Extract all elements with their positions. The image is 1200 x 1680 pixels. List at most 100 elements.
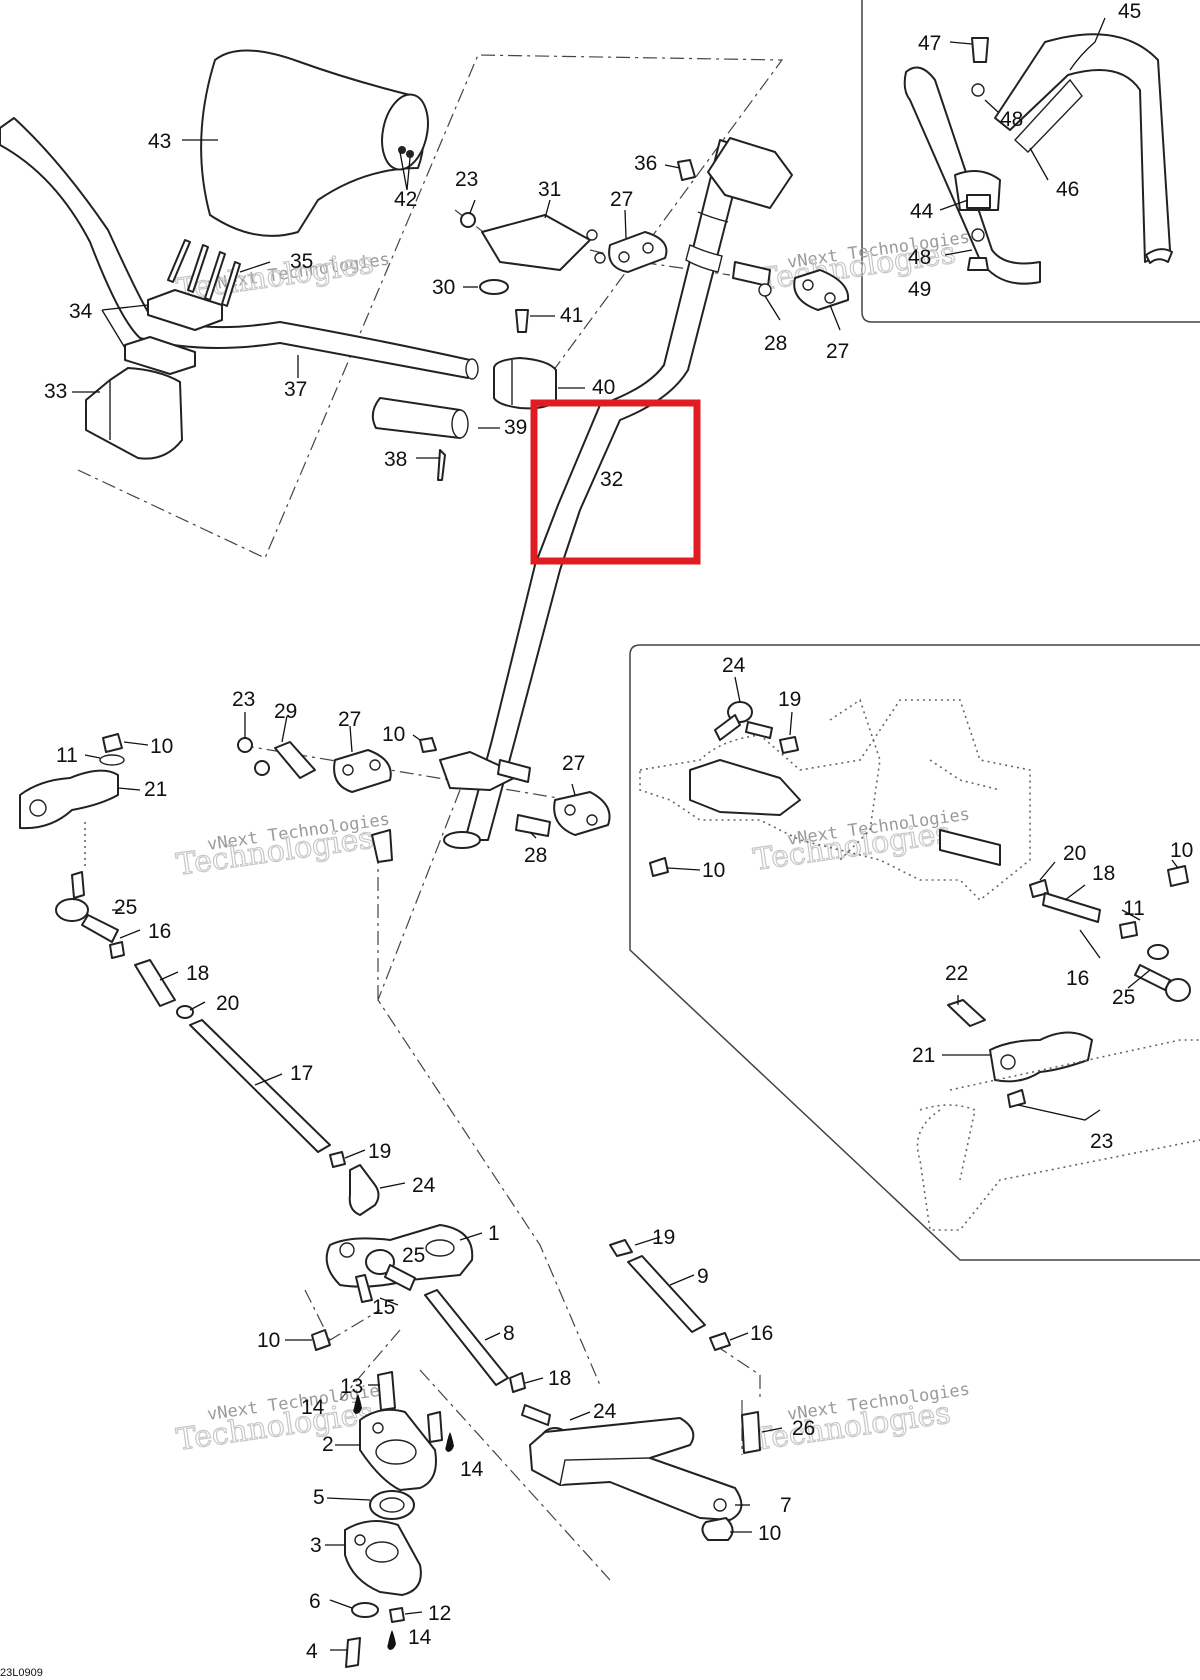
callout-28b: 28 [524,844,547,867]
callout-45: 45 [1118,0,1141,23]
callout-14b: 14 [460,1458,484,1481]
callout-labels: 1 2 3 4 5 6 7 8 9 10 10 10 10 10 10 11 1… [44,0,1193,1663]
callout-23: 23 [455,168,478,191]
callout-8: 8 [503,1322,515,1345]
callout-20: 20 [216,992,239,1015]
callout-21: 21 [144,778,167,801]
callout-46: 46 [1056,178,1079,201]
callout-34: 34 [69,300,93,323]
lower-steering-arm [285,1224,483,1351]
drawing-code: 23L0909 [0,1667,43,1679]
callout-25b: 25 [402,1244,425,1267]
callout-19b: 19 [652,1226,675,1249]
callout-20b: 20 [1063,842,1086,865]
callout-12: 12 [428,1602,451,1625]
callout-27b: 27 [826,340,849,363]
callout-31: 31 [538,178,561,201]
callout-27: 27 [610,188,633,211]
callout-47: 47 [918,32,941,55]
inset-panel-handle-guard [861,0,1200,323]
callout-16b: 16 [750,1322,773,1345]
callout-38: 38 [384,448,407,471]
part-37-handlebar [0,117,479,380]
callout-10d: 10 [758,1522,781,1545]
callout-19: 19 [368,1140,391,1163]
inset-frame-mount [639,676,1200,1231]
callout-19c: 19 [778,688,801,711]
callout-24b: 24 [593,1400,617,1423]
callout-27c: 27 [338,708,361,731]
callout-36: 36 [634,152,657,175]
callout-14c: 14 [408,1626,432,1649]
part-38-pin [416,449,446,481]
callout-23b: 23 [232,688,255,711]
callout-15: 15 [372,1296,395,1319]
callout-10e: 10 [702,859,725,882]
callout-40: 40 [592,376,615,399]
callout-42: 42 [394,188,417,211]
part-32-steering-column [371,137,793,863]
callout-10b: 10 [382,723,405,746]
callout-13: 13 [340,1375,363,1398]
callout-29: 29 [274,700,297,723]
callout-39: 39 [504,416,527,439]
callout-33: 33 [44,380,67,403]
callout-41: 41 [560,304,583,327]
callout-6: 6 [309,1590,321,1613]
callout-9: 9 [697,1265,709,1288]
callout-37: 37 [284,378,307,401]
callout-49: 49 [908,278,931,301]
inset-panel-frame-mount [629,644,1200,1261]
callout-11: 11 [56,744,78,767]
callout-26: 26 [792,1417,815,1440]
callout-28: 28 [764,332,787,355]
part-41-screw [515,309,555,333]
callout-24: 24 [412,1174,436,1197]
callout-35: 35 [290,250,313,273]
inset-handle-guard [903,17,1173,285]
callout-43: 43 [148,130,171,153]
callout-16: 16 [148,920,171,943]
callout-27d: 27 [562,752,585,775]
callout-5: 5 [313,1486,325,1509]
callout-2: 2 [322,1433,334,1456]
callout-10f: 10 [1170,839,1193,862]
callout-11b: 11 [1123,897,1145,920]
callout-3: 3 [310,1534,322,1557]
part-43-grip [182,49,429,237]
upper-linkage [460,159,850,331]
callout-23c: 23 [1090,1130,1113,1153]
callout-10: 10 [150,735,173,758]
highlight-box-part-32 [530,399,701,565]
left-tie-rod [19,733,406,1216]
callout-18: 18 [186,962,209,985]
part-39-grip [371,397,500,439]
callout-21b: 21 [912,1044,935,1067]
callout-48b: 48 [908,246,931,269]
callout-17: 17 [290,1062,313,1085]
callout-16c: 16 [1066,967,1089,990]
part-33-riser-block [72,367,183,460]
callout-48: 48 [1000,108,1023,131]
part-34-clamp-caps [101,289,223,375]
bearing-housing [325,1371,454,1668]
callout-18c: 18 [1092,862,1115,885]
callout-25c: 25 [1112,986,1135,1009]
part-35-clamp-bolts [167,239,271,307]
callout-18b: 18 [548,1367,571,1390]
watermark: vNext Technologies Technologies vNext Te… [174,228,971,1459]
callout-1: 1 [488,1222,500,1245]
mid-linkage [237,712,611,839]
callout-7: 7 [780,1494,792,1517]
callout-10c: 10 [257,1329,280,1352]
callout-24c: 24 [722,654,746,677]
right-tie-rod [609,1236,749,1351]
callout-25: 25 [114,896,137,919]
callout-14: 14 [301,1396,325,1419]
callout-32: 32 [600,468,623,491]
callout-44: 44 [910,200,934,223]
callout-4: 4 [306,1640,318,1663]
callout-22: 22 [945,962,968,985]
